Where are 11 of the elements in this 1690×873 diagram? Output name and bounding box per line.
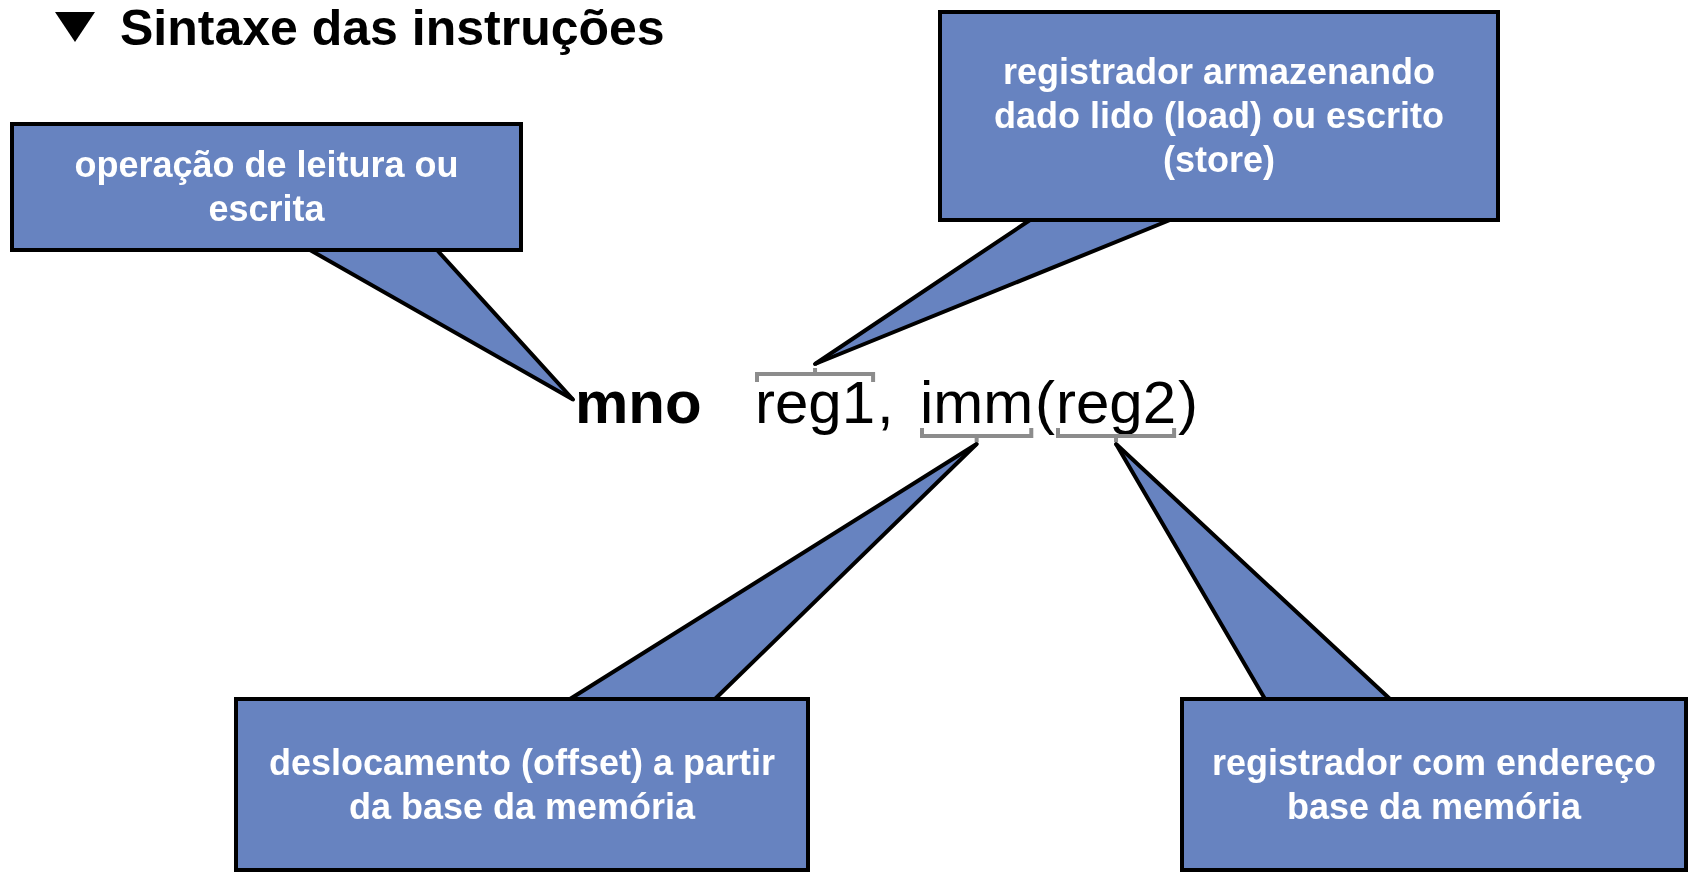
callout-box: operação de leitura ou escrita xyxy=(10,122,523,252)
punctuation: ( xyxy=(1035,368,1055,438)
slide-title: Sintaxe das instruções xyxy=(120,0,665,56)
punctuation: , xyxy=(877,368,894,438)
instruction-operand: imm xyxy=(920,368,1034,438)
instruction-operand: reg1 xyxy=(755,368,876,438)
callout-box: deslocamento (offset) a partir da base da memória xyxy=(234,697,810,872)
instruction-operand: reg2 xyxy=(1056,368,1177,438)
callout-box: registrador com endereço base da memória xyxy=(1180,697,1688,872)
punctuation: ) xyxy=(1178,368,1198,438)
instruction-operand: mno xyxy=(575,368,702,438)
